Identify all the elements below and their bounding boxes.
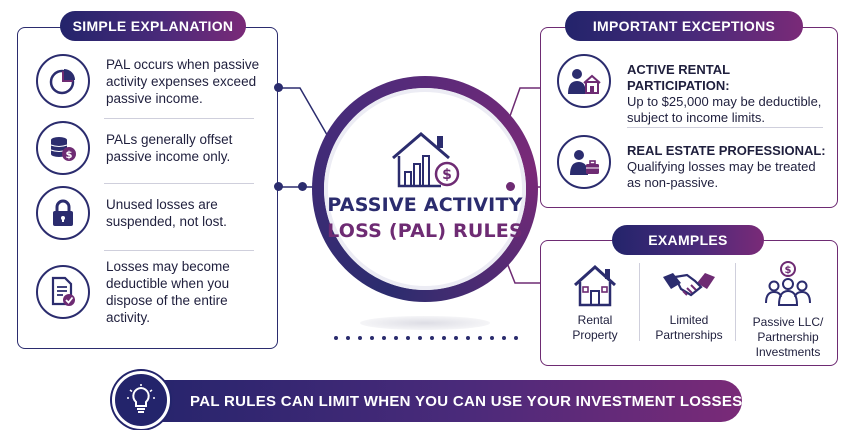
exception-item: ACTIVE RENTAL PARTICIPATION: Up to $25,0…	[541, 54, 837, 126]
document-check-icon	[36, 265, 90, 319]
svg-text:$: $	[442, 167, 452, 183]
handshake-icon	[663, 273, 715, 297]
explanation-text: Losses may become deductible when you di…	[106, 259, 230, 325]
dotted-decoration	[334, 336, 518, 340]
examples-header: EXAMPLES	[612, 225, 764, 255]
explanation-item: PAL occurs when passive activity expense…	[18, 54, 277, 108]
banner-text: PAL RULES CAN LIMIT WHEN YOU CAN USE YOU…	[190, 392, 747, 410]
divider	[639, 263, 640, 341]
divider	[104, 183, 254, 184]
house-icon	[573, 264, 617, 307]
svg-text:$: $	[785, 265, 792, 276]
exception-body: Qualifying losses may be treated as non-…	[627, 159, 816, 190]
lightbulb-icon	[112, 371, 170, 429]
connector-dot	[274, 182, 283, 191]
important-exceptions-panel: ACTIVE RENTAL PARTICIPATION: Up to $25,0…	[540, 27, 838, 208]
explanation-text: PAL occurs when passive activity expense…	[106, 56, 260, 106]
simple-explanation-header: SIMPLE EXPLANATION	[60, 11, 246, 41]
lock-icon	[36, 186, 90, 240]
center-title: PASSIVE ACTIVITY LOSS (PAL) RULES	[327, 192, 523, 244]
person-briefcase-icon	[557, 135, 611, 189]
connector-dot	[298, 182, 307, 191]
explanation-text: Unused losses are suspended, not lost.	[106, 197, 227, 229]
center-shadow	[360, 316, 490, 330]
simple-explanation-panel: PAL occurs when passive activity expense…	[17, 27, 278, 349]
bottom-banner	[118, 380, 742, 422]
example-item: Rental Property	[549, 241, 641, 365]
example-label: Passive LLC/ Partnership Investments	[752, 315, 824, 359]
center-title-line1: PASSIVE ACTIVITY	[327, 194, 523, 216]
coins-dollar-icon: $	[36, 121, 90, 175]
explanation-text: PALs generally offset passive income onl…	[106, 132, 233, 164]
explanation-item: $ PALs generally offset passive income o…	[18, 121, 277, 175]
center-circle: $ PASSIVE ACTIVITY LOSS (PAL) RULES	[312, 76, 538, 302]
divider	[104, 118, 254, 119]
examples-panel: Rental Property Limited Partnerships $ P…	[540, 240, 838, 366]
center-title-line2: LOSS (PAL) RULES	[327, 220, 523, 242]
group-dollar-icon: $	[765, 261, 811, 306]
person-house-icon	[557, 54, 611, 108]
explanation-item: Unused losses are suspended, not lost.	[18, 186, 277, 240]
connector-dot	[274, 83, 283, 92]
divider	[735, 263, 736, 341]
important-exceptions-header: IMPORTANT EXCEPTIONS	[565, 11, 803, 41]
divider	[627, 127, 823, 128]
svg-text:$: $	[66, 150, 73, 161]
explanation-item: Losses may become deductible when you di…	[18, 258, 277, 326]
exception-item: REAL ESTATE PROFESSIONAL: Qualifying los…	[541, 135, 837, 191]
example-item: Limited Partnerships	[643, 241, 735, 365]
pie-chart-icon	[36, 54, 90, 108]
example-label: Rental Property	[572, 313, 618, 342]
house-chart-dollar-icon: $	[392, 132, 460, 188]
exception-body: Up to $25,000 may be deductible, subject…	[627, 94, 822, 125]
divider	[104, 250, 254, 251]
example-item: $ Passive LLC/ Partnership Investments	[737, 241, 839, 365]
exception-title: ACTIVE RENTAL PARTICIPATION:	[627, 62, 730, 93]
example-label: Limited Partnerships	[655, 313, 723, 342]
exception-title: REAL ESTATE PROFESSIONAL:	[627, 143, 826, 158]
connector-dot	[506, 182, 515, 191]
